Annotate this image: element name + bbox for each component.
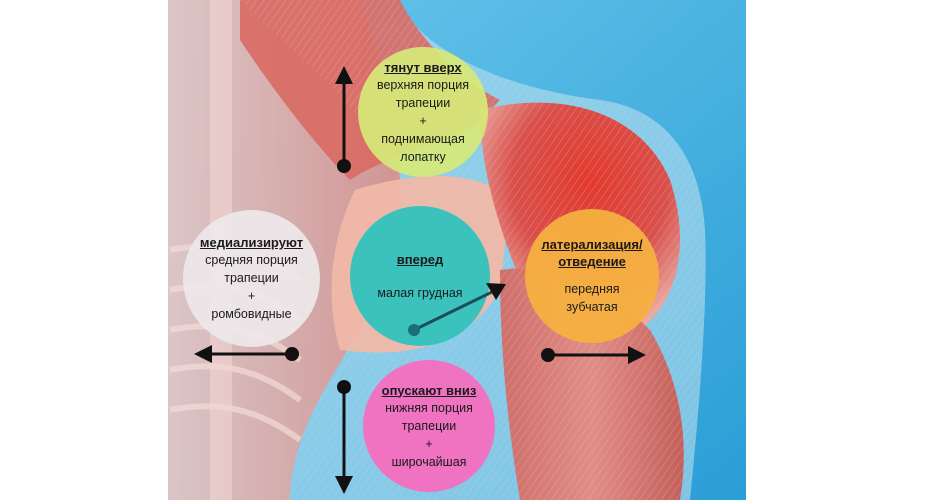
arrow-left xyxy=(194,345,299,363)
protraction-title: вперед xyxy=(396,251,444,267)
elevation-line-2: трапеции xyxy=(395,95,451,110)
lateralization-line-1: передняя xyxy=(564,282,620,296)
medialization-title: медиализируют xyxy=(199,235,304,250)
circle-lateralization: латерализация/ отведение передняя зубчат… xyxy=(525,209,659,343)
arrow-up xyxy=(335,66,353,173)
circle-protraction: вперед малая грудная xyxy=(350,206,490,346)
depression-line-4: широчайшая xyxy=(391,454,467,469)
protraction-line-1: малая грудная xyxy=(377,285,463,300)
circle-medialization: медиализируют средняя порция трапеции + … xyxy=(183,210,320,347)
circle-depression: опускают вниз нижняя порция трапеции + ш… xyxy=(363,360,495,492)
lateralization-title-1: латерализация/ xyxy=(541,237,643,252)
lateralization-title-2: отведение xyxy=(558,254,626,269)
elevation-line-4: поднимающая xyxy=(381,131,465,146)
depression-line-3: + xyxy=(425,436,433,451)
medialization-line-2: трапеции xyxy=(224,271,279,285)
elevation-line-1: верхняя порция xyxy=(376,77,469,92)
arrow-down xyxy=(335,380,353,494)
medialization-line-4: ромбовидные xyxy=(211,307,292,321)
lateralization-line-2: зубчатая xyxy=(566,300,618,314)
depression-title: опускают вниз xyxy=(381,382,477,398)
elevation-line-5: лопатку xyxy=(400,149,446,164)
medialization-line-1: средняя порция xyxy=(205,253,298,267)
circle-elevation: тянут вверх верхняя порция трапеции + по… xyxy=(358,47,488,177)
medialization-line-3: + xyxy=(247,289,256,303)
elevation-title: тянут вверх xyxy=(384,59,462,75)
arrow-right xyxy=(541,346,646,364)
depression-line-1: нижняя порция xyxy=(385,400,473,415)
elevation-line-3: + xyxy=(419,113,427,128)
depression-line-2: трапеции xyxy=(401,418,457,433)
